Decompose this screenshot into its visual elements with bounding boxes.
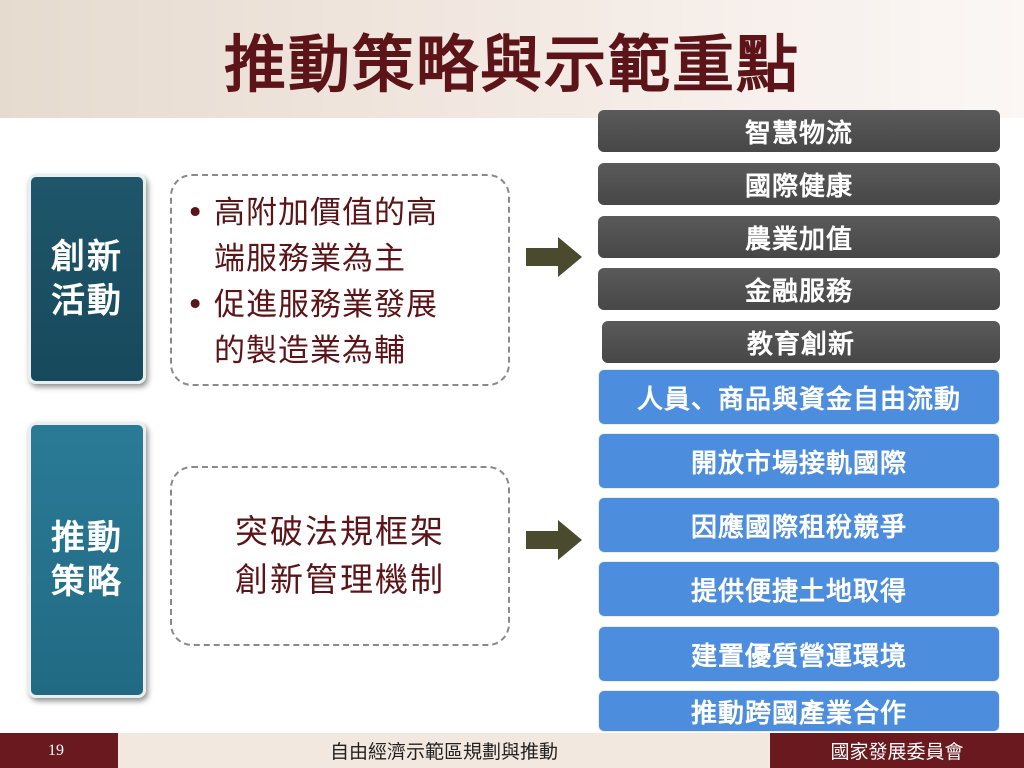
strategy-item: 因應國際租稅競爭 — [598, 497, 1000, 553]
bullet-line: 端服務業為主 — [214, 241, 406, 277]
promotion-strategy-text: 推動策略 — [51, 518, 123, 602]
page-number: 19 — [0, 733, 118, 768]
bullet-text: 高附加價值的高 端服務業為主 — [214, 190, 438, 282]
innovation-details-box: • 高附加價值的高 端服務業為主 • 促進服務業發展 的製造業為輔 — [170, 174, 510, 386]
right-arrow-icon — [526, 237, 582, 277]
demo-focus-item: 智慧物流 — [598, 110, 1000, 152]
strategy-item: 提供便捷土地取得 — [598, 561, 1000, 617]
demo-focus-item: 金融服務 — [598, 268, 1000, 310]
bullet-line: 促進服務業發展 — [214, 287, 438, 323]
bullet-item: • 高附加價值的高 端服務業為主 — [186, 190, 498, 282]
strategy-item: 推動跨國產業合作 — [598, 690, 1000, 732]
strategy-line: 突破法規框架 — [235, 512, 445, 551]
strategy-line: 創新管理機制 — [235, 560, 445, 599]
page-title: 推動策略與示範重點 — [223, 28, 800, 101]
strategy-item: 建置優質營運環境 — [598, 626, 1000, 682]
organization-name: 國家發展委員會 — [770, 733, 1024, 768]
right-arrow-icon — [526, 520, 582, 560]
footer-title: 自由經濟示範區規劃與推動 — [329, 741, 558, 763]
innovation-activity-text: 創新活動 — [51, 237, 123, 321]
demo-focus-item: 國際健康 — [598, 163, 1000, 205]
demo-focus-item: 教育創新 — [602, 321, 1000, 363]
bullet-line: 高附加價值的高 — [214, 195, 438, 231]
footer-bar: 19 自由經濟示範區規劃與推動 國家發展委員會 — [0, 733, 1024, 768]
promotion-strategy-label: 推動策略 — [28, 422, 146, 698]
innovation-activity-label: 創新活動 — [28, 174, 146, 384]
demo-focus-item: 農業加值 — [598, 216, 1000, 258]
header-band — [0, 0, 1024, 118]
bullet-icon: • — [186, 287, 206, 323]
strategy-item: 開放市場接軌國際 — [598, 433, 1000, 489]
bullet-item: • 促進服務業發展 的製造業為輔 — [186, 282, 498, 374]
bullet-text: 促進服務業發展 的製造業為輔 — [214, 282, 438, 374]
strategy-details-box: 突破法規框架 創新管理機制 — [170, 466, 510, 646]
strategy-item: 人員、商品與資金自由流動 — [598, 369, 1000, 425]
bullet-icon: • — [186, 195, 206, 231]
bullet-line: 的製造業為輔 — [214, 333, 406, 369]
